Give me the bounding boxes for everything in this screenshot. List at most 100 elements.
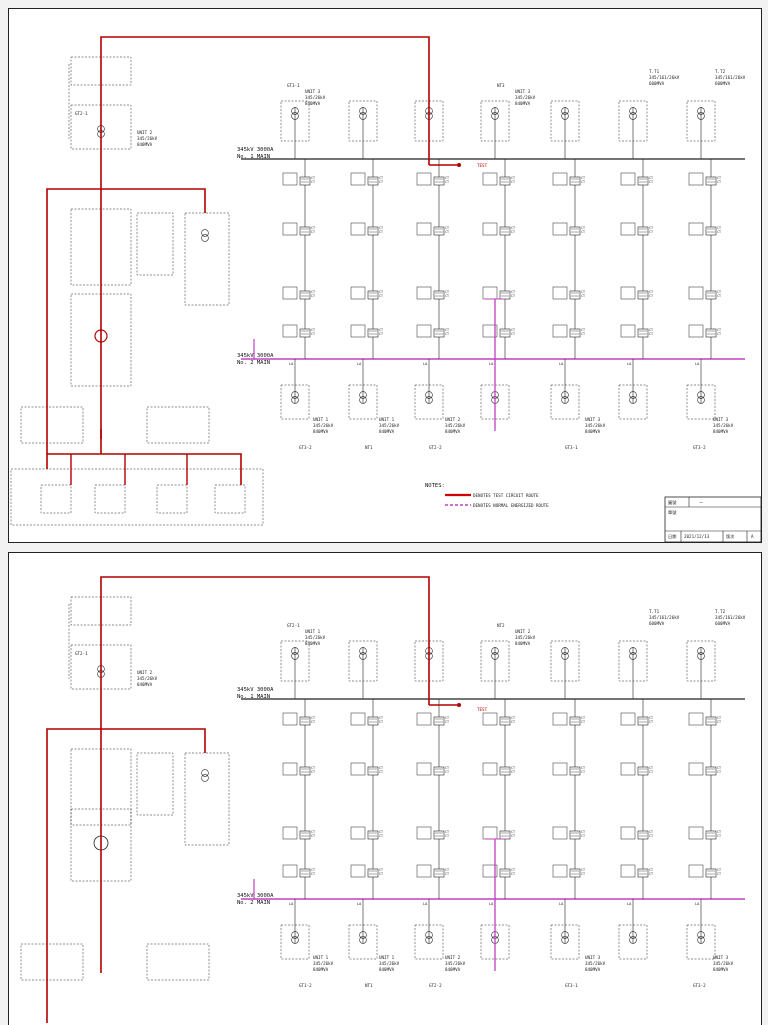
ct-label: CT (511, 766, 515, 770)
ct-label: CT (511, 332, 515, 336)
ct-box (688, 222, 704, 236)
ct-box (552, 826, 568, 840)
circuit-breaker-symbol (705, 176, 717, 186)
ct-box (482, 222, 498, 236)
ct-box (350, 222, 366, 236)
ct-label: CT (717, 180, 721, 184)
circuit-breaker-symbol (569, 176, 581, 186)
ct-label: CT (379, 770, 383, 774)
aux-panel-2 (146, 406, 210, 444)
circuit-breaker-symbol (433, 290, 445, 300)
aux-panel-1 (20, 406, 84, 444)
circuit-breaker-symbol (299, 716, 311, 726)
circuit-breaker-symbol (569, 290, 581, 300)
ct-label: CT (311, 230, 315, 234)
ct-label: CT (445, 180, 449, 184)
unit-frame (618, 924, 648, 960)
ct-label: CT (379, 180, 383, 184)
pcs-panel (136, 212, 174, 276)
ct-box (350, 324, 366, 338)
ct-box (620, 222, 636, 236)
ct-label: CT (445, 872, 449, 876)
unit-transformer-symbol (291, 647, 299, 655)
unit-frame (348, 384, 378, 420)
ct-label: CT (649, 766, 653, 770)
ct-label: CT (311, 872, 315, 876)
ct-box (350, 286, 366, 300)
ct-box (688, 712, 704, 726)
ct-box (552, 172, 568, 186)
ct-label: CT (581, 294, 585, 298)
ct-box (620, 762, 636, 776)
ct-label: CT (649, 294, 653, 298)
unit-frame (480, 640, 510, 682)
ct-label: CT (581, 872, 585, 876)
ct-label: CT (581, 180, 585, 184)
ct-label: CT (445, 720, 449, 724)
aux-breaker-box (94, 484, 126, 514)
ct-box (282, 712, 298, 726)
unit-transformer-symbol (561, 647, 569, 655)
ct-box (416, 286, 432, 300)
circuit-breaker-symbol (367, 868, 379, 878)
circuit-breaker-symbol (433, 830, 445, 840)
spt-panel (184, 752, 230, 846)
unit-transformer-symbol (359, 391, 367, 399)
test-circuit-route (100, 36, 430, 439)
ct-label: CT (717, 290, 721, 294)
ct-box (282, 864, 298, 878)
unit-transformer-symbol (629, 647, 637, 655)
ct-box (482, 172, 498, 186)
ct-label: CT (717, 226, 721, 230)
ct-label: CT (311, 332, 315, 336)
ct-label: CT (581, 226, 585, 230)
circuit-breaker-symbol (637, 830, 649, 840)
circuit-breaker-symbol (367, 716, 379, 726)
circuit-breaker-symbol (433, 766, 445, 776)
aux-breaker-box (214, 484, 246, 514)
circuit-breaker-symbol (499, 290, 511, 300)
test-circuit-route (100, 576, 430, 973)
spt-panel (184, 212, 230, 306)
circuit-breaker-symbol (367, 176, 379, 186)
test-circuit-route (46, 728, 101, 1023)
ct-label: CT (717, 868, 721, 872)
ct-label: CT (717, 716, 721, 720)
ct-box (282, 324, 298, 338)
circuit-breaker-symbol (367, 290, 379, 300)
circuit-breaker-symbol (499, 766, 511, 776)
ct-label: CT (379, 328, 383, 332)
ct-label: CT (511, 830, 515, 834)
ct-label: CT (311, 834, 315, 838)
test-circuit-route (47, 453, 242, 485)
circuit-breaker-symbol (569, 830, 581, 840)
circuit-breaker-symbol (637, 176, 649, 186)
circuit-breaker-symbol (705, 830, 717, 840)
ct-box (620, 324, 636, 338)
unit-transformer-symbol (359, 107, 367, 115)
ct-label: CT (649, 770, 653, 774)
unit-frame (348, 924, 378, 960)
circuit-breaker-symbol (569, 868, 581, 878)
la-label: LA (695, 362, 700, 366)
circuit-breaker-symbol (499, 226, 511, 236)
ct-label: CT (311, 868, 315, 872)
circuit-breaker-symbol (433, 716, 445, 726)
unit-frame (280, 384, 310, 420)
ct-label: CT (717, 834, 721, 838)
la-label: LA (489, 362, 494, 366)
ct-label: CT (379, 830, 383, 834)
circuit-breaker-symbol (499, 716, 511, 726)
circuit-breaker-symbol (705, 716, 717, 726)
unit-transformer-symbol (425, 931, 433, 939)
ct-label: CT (581, 766, 585, 770)
ct-label: CT (311, 720, 315, 724)
ct-label: CT (511, 868, 515, 872)
circuit-breaker-symbol (433, 176, 445, 186)
ct-label: CT (311, 294, 315, 298)
ct-label: CT (581, 720, 585, 724)
unit-frame (618, 100, 648, 142)
ct-label: CT (511, 834, 515, 838)
ct-label: CT (581, 328, 585, 332)
unit-transformer-symbol (697, 391, 705, 399)
